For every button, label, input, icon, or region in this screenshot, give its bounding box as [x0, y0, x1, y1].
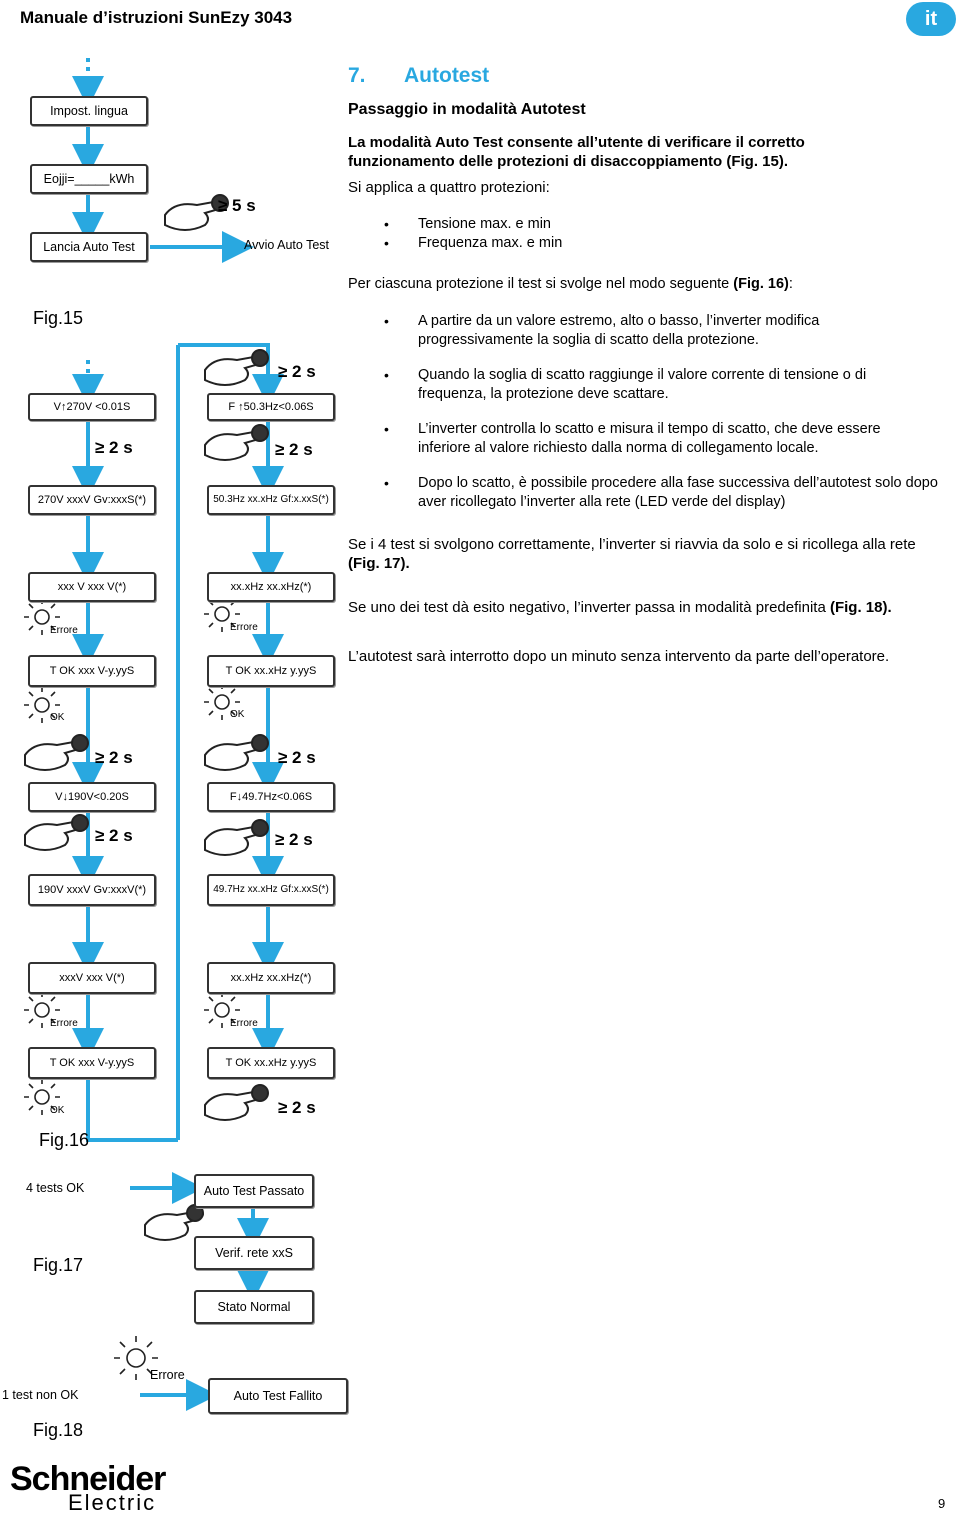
language-badge: it: [906, 2, 956, 36]
status-text: Errore: [50, 1018, 78, 1029]
status-text: OK: [50, 712, 65, 723]
status-text: Errore: [150, 1368, 185, 1382]
display-box: xx.xHz xx.xHz(*): [207, 962, 335, 994]
outcome-ok-text: Se i 4 test si svolgono correttamente, l…: [348, 536, 916, 553]
status-text: OK: [230, 709, 245, 720]
display-box: T OK xxx V-y.yyS: [28, 655, 156, 687]
protection-item: Tensione max. e min: [384, 215, 551, 234]
display-box: T OK xxx V-y.yyS: [28, 1047, 156, 1079]
status-text: Errore: [230, 1018, 258, 1029]
hold-time: ≥ 2 s: [95, 438, 133, 457]
figure-label: Fig.18: [33, 1420, 84, 1440]
display-box: Auto Test Fallito: [208, 1378, 348, 1414]
hold-time: ≥ 2 s: [275, 440, 313, 459]
menu-box: Eojji=_____kWh: [30, 164, 148, 194]
section-number: 7.: [348, 64, 366, 87]
display-box: Auto Test Passato: [194, 1174, 314, 1208]
figure-label: Fig.17: [33, 1255, 84, 1275]
figure-label: Fig.15: [33, 308, 84, 328]
outcome-fail-text: Se uno dei test dà esito negativo, l’inv…: [348, 599, 826, 616]
hand-press-icon: [164, 194, 229, 231]
display-box: V↓190V<0.20S: [28, 782, 156, 812]
outcome-fail: Se uno dei test dà esito negativo, l’inv…: [348, 598, 948, 617]
display-box: 190V xxxV Gv:xxxV(*): [28, 874, 156, 906]
document-title: Manuale d’istruzioni SunEzy 3043: [20, 8, 293, 27]
protection-item: Frequenza max. e min: [384, 234, 562, 253]
hold-time: ≥ 2 s: [275, 830, 313, 849]
status-text: OK: [50, 1105, 65, 1116]
display-box: xxxV xxx V(*): [28, 962, 156, 994]
hold-time: ≥ 5 s: [218, 196, 256, 215]
outcome-ok: Se i 4 test si svolgono correttamente, l…: [348, 535, 948, 573]
display-box: F↓49.7Hz<0.06S: [207, 782, 335, 812]
display-box: xx.xHz xx.xHz(*): [207, 572, 335, 602]
per-each-line: Per ciascuna protezione il test si svolg…: [348, 275, 933, 294]
section-title: Autotest: [404, 64, 490, 87]
menu-box: Impost. lingua: [30, 96, 148, 126]
step-item: Dopo lo scatto, è possibile procedere al…: [384, 474, 938, 511]
page-number: 9: [938, 1496, 946, 1511]
hold-time: ≥ 2 s: [278, 362, 316, 381]
test-non-ok-label: 1 test non OK: [2, 1388, 79, 1402]
step-item: A partire da un valore estremo, alto o b…: [384, 312, 918, 349]
display-box: V↑270V <0.01S: [28, 393, 156, 421]
fig16-ref: (Fig. 16): [733, 276, 789, 292]
display-box: T OK xx.xHz y.yyS: [207, 655, 335, 687]
display-box: F ↑50.3Hz<0.06S: [207, 393, 335, 421]
display-box: xxx V xxx V(*): [28, 572, 156, 602]
step-item: L’inverter controlla lo scatto e misura …: [384, 420, 923, 457]
display-box: Verif. rete xxS: [194, 1236, 314, 1270]
display-box: Stato Normal: [194, 1290, 314, 1324]
status-text: Errore: [50, 625, 78, 636]
hold-time: ≥ 2 s: [95, 826, 133, 845]
hold-time: ≥ 2 s: [95, 748, 133, 767]
intro-applies: Si applica a quattro protezioni:: [348, 179, 550, 196]
fig17-ref: (Fig. 17).: [348, 555, 410, 572]
menu-box: Lancia Auto Test: [30, 232, 148, 262]
tests-ok-label: 4 tests OK: [26, 1181, 85, 1195]
outcome-timeout: L’autotest sarà interrotto dopo un minut…: [348, 648, 890, 665]
per-each-colon: :: [788, 276, 793, 292]
screen-label: Avvio Auto Test: [244, 238, 330, 252]
figure-label: Fig.16: [39, 1130, 90, 1150]
hold-time: ≥ 2 s: [278, 748, 316, 767]
per-each-text: Per ciascuna protezione il test si svolg…: [348, 276, 730, 292]
brand-logo: Schneider: [10, 1460, 166, 1498]
display-box: T OK xx.xHz y.yyS: [207, 1047, 335, 1079]
intro-bold: La modalità Auto Test consente all’utent…: [348, 134, 805, 170]
display-box: 270V xxxV Gv:xxxS(*): [28, 485, 156, 515]
brand-logo-sub: Electric: [68, 1490, 157, 1515]
status-text: Errore: [230, 622, 258, 633]
fig18-ref: (Fig. 18).: [829, 599, 892, 616]
display-box: 50.3Hz xx.xHz Gf:x.xxS(*): [207, 485, 335, 515]
display-box: 49.7Hz xx.xHz Gf:x.xxS(*): [207, 874, 335, 906]
hold-time: ≥ 2 s: [278, 1098, 316, 1117]
section-subtitle: Passaggio in modalità Autotest: [348, 101, 586, 118]
step-item: Quando la soglia di scatto raggiunge il …: [384, 366, 918, 403]
